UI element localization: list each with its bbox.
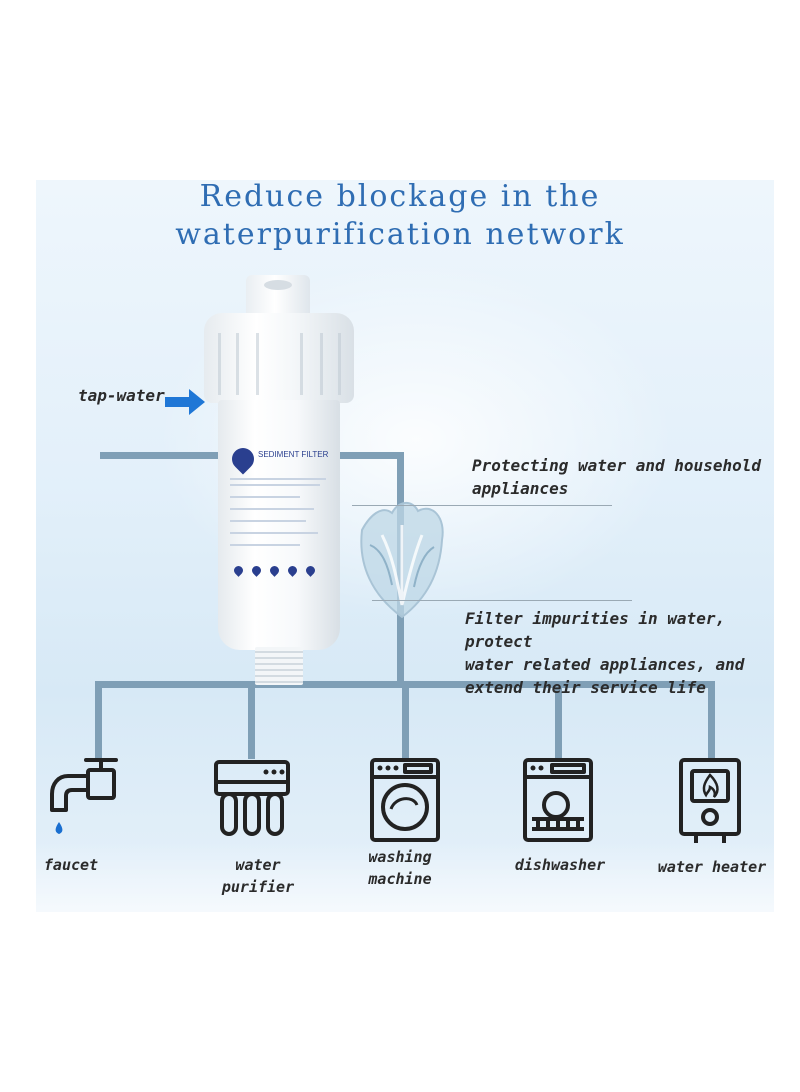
label-water-heater-text: water heater <box>657 858 767 876</box>
filter-cap <box>204 313 354 403</box>
branch-pipe-purifier <box>248 681 255 759</box>
label-washing-machine-line-1: washing <box>368 848 432 866</box>
washing-machine-icon <box>370 758 440 842</box>
feature-filter-line-1: Filter impurities in water, protect <box>465 609 726 651</box>
background-panel <box>36 180 774 912</box>
title-line-2: waterpurification network <box>175 217 625 252</box>
arrow-right-icon <box>165 389 205 415</box>
label-water-heater: water heater <box>656 856 768 878</box>
label-washing-machine: washing machine <box>352 846 448 890</box>
feature-filter-line-3: extend their service life <box>465 678 706 697</box>
brand-drop-icon <box>227 443 259 475</box>
water-purifier-icon <box>214 760 290 836</box>
title-line-1: Reduce blockage in the <box>199 179 601 214</box>
branch-pipe-heater <box>708 681 715 759</box>
faucet-icon <box>50 758 118 834</box>
filter-outlet-thread <box>255 647 303 685</box>
feature-protect-line-1: Protecting water and household <box>472 456 761 475</box>
label-washing-machine-line-2: machine <box>368 870 432 888</box>
tap-water-label: tap-water <box>78 386 165 405</box>
feature-filter: Filter impurities in water, protect wate… <box>465 607 800 699</box>
label-water-purifier-text: water purifier <box>221 856 295 896</box>
dishwasher-icon <box>523 758 593 842</box>
branch-pipe-dishwasher <box>555 681 562 759</box>
label-dishwasher: dishwasher <box>508 854 612 876</box>
feature-protect: Protecting water and household appliance… <box>472 454 761 500</box>
sediment-filter-cartridge: SEDIMENT FILTER <box>200 275 360 685</box>
feature-filter-line-2: water related appliances, and <box>465 655 745 674</box>
feature-protect-line-2: appliances <box>472 479 569 498</box>
water-heater-icon <box>679 758 741 843</box>
water-splash-icon <box>360 502 444 619</box>
branch-pipe-faucet <box>95 681 102 761</box>
feature-drop-icons <box>232 560 334 580</box>
product-label: SEDIMENT FILTER <box>258 450 329 459</box>
filter-inlet <box>246 275 310 315</box>
label-faucet: faucet <box>36 854 106 876</box>
label-faucet-text: faucet <box>43 856 99 874</box>
branch-pipe-washer <box>402 681 409 759</box>
label-dishwasher-text: dishwasher <box>514 856 606 874</box>
label-water-purifier: water purifier <box>196 854 320 898</box>
filter-body: SEDIMENT FILTER <box>218 400 340 650</box>
feature-divider-2 <box>372 600 632 601</box>
feature-divider-1 <box>352 505 612 506</box>
